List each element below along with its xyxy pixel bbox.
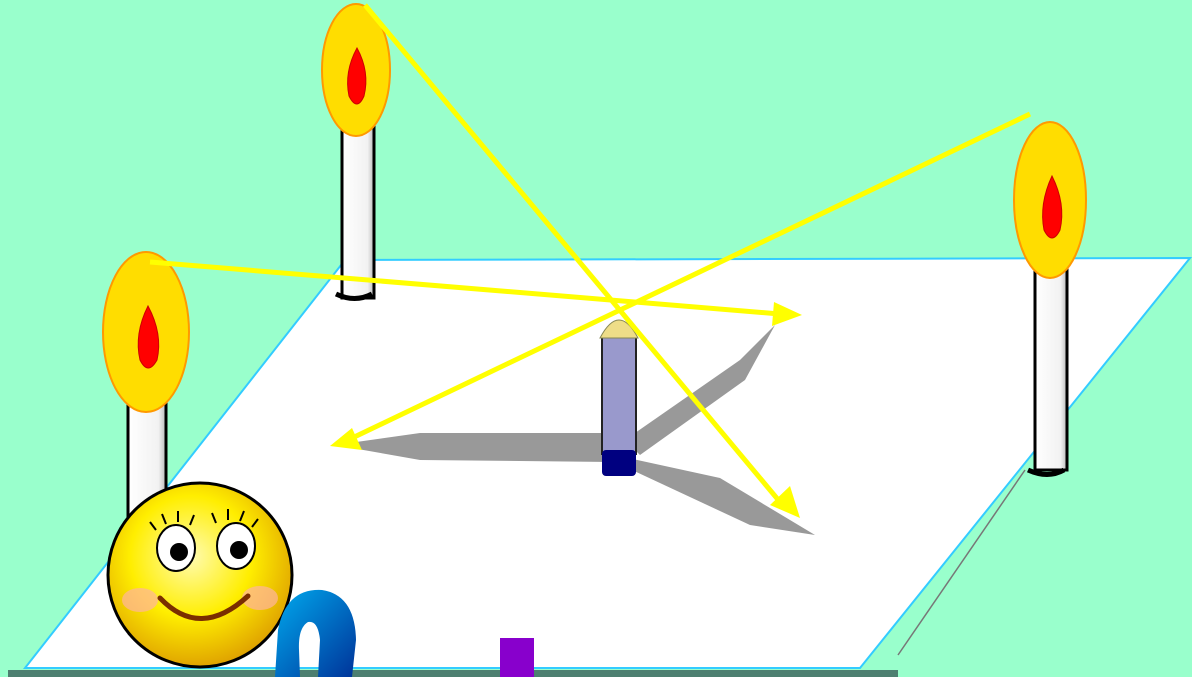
bottom-bar xyxy=(8,670,898,677)
partial-glyph-purple xyxy=(500,638,534,677)
central-candle-obstacle xyxy=(600,320,638,476)
smiley-character xyxy=(108,483,292,667)
candle-body xyxy=(1035,260,1067,470)
candle-back-left xyxy=(322,4,390,299)
center-candle-body xyxy=(602,336,636,454)
left-cheek xyxy=(122,588,158,612)
smiley-face-icon xyxy=(108,483,292,667)
right-pupil xyxy=(230,541,248,559)
left-pupil xyxy=(170,543,188,561)
center-candle-base xyxy=(602,450,636,476)
candle-body xyxy=(342,118,374,298)
